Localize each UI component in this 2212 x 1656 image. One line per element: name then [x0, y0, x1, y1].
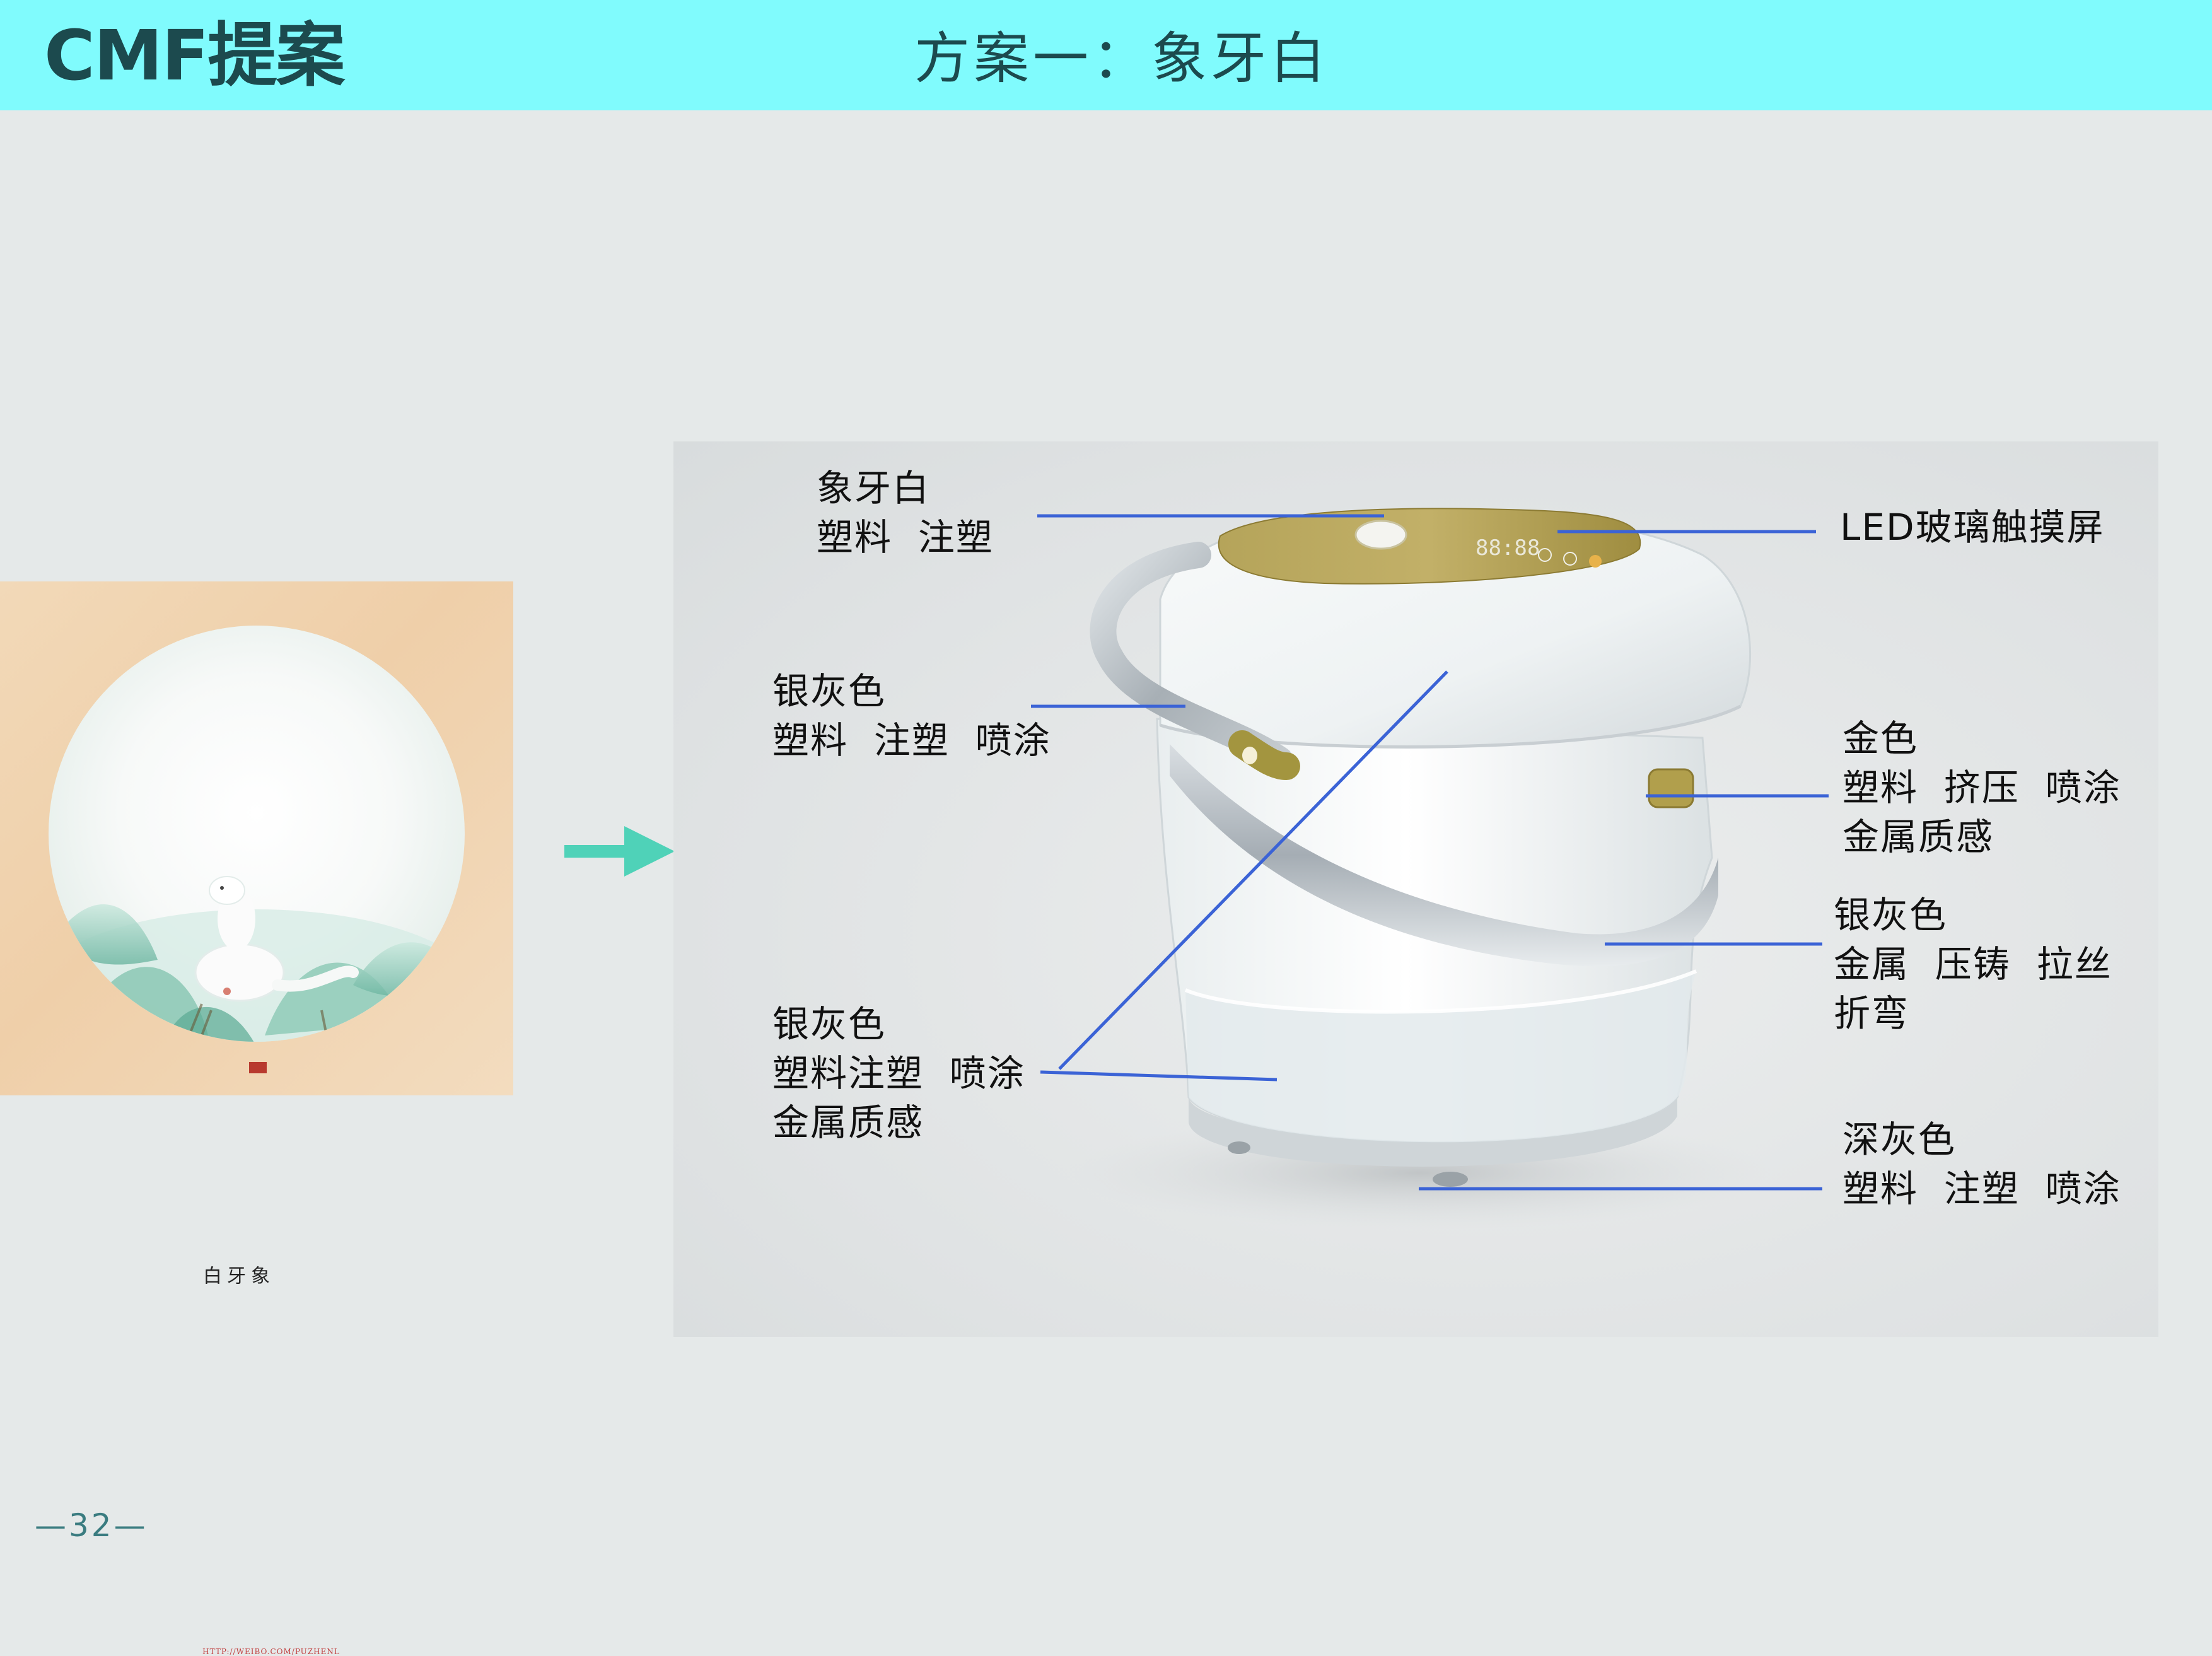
svg-text:88:88: 88:88	[1476, 535, 1540, 561]
callout-lower-body: 银灰色 塑料注塑 喷涂 金属质感	[772, 1003, 1025, 1144]
inspiration-painting	[49, 626, 465, 1073]
brand-title: CMF提案	[44, 15, 345, 96]
inspiration-url: HTTP://WEIBO.COM/PUZHENL	[202, 1647, 340, 1656]
callout-ivory-body: 象牙白 塑料 注塑	[817, 467, 994, 559]
callout-base: 深灰色 塑料 注塑 喷涂	[1842, 1118, 2121, 1210]
header-bar: CMF提案 方案一：象牙白	[0, 0, 2212, 110]
right-arrow-icon	[564, 826, 675, 877]
callout-handle: 银灰色 塑料 注塑 喷涂	[772, 670, 1051, 762]
inspiration-image: 象牙白 HTTP://WEIBO.COM/PUZHENL	[0, 581, 513, 1656]
inspiration-caption: 象牙白	[199, 1266, 269, 1285]
callout-led-screen: LED玻璃触摸屏	[1840, 506, 2105, 549]
scheme-title: 方案一：象牙白	[914, 26, 1330, 91]
page-number: —32—	[35, 1507, 148, 1544]
callout-gold-button: 金色 塑料 挤压 喷涂 金属质感	[1842, 717, 2121, 858]
callout-metal-band: 银灰色 金属 压铸 拉丝 折弯	[1834, 894, 2112, 1035]
